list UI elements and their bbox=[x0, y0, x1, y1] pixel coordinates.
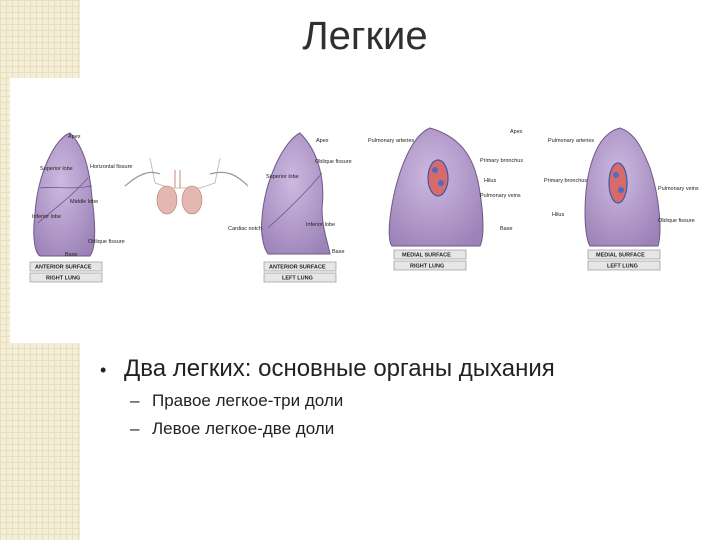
label-hilus-2: Hilus bbox=[552, 212, 564, 218]
label-pulmonary-veins: Pulmonary veins bbox=[480, 193, 521, 199]
bullet-dot-icon: • bbox=[100, 360, 107, 380]
caption-anterior-left: ANTERIOR SURFACE LEFT LUNG bbox=[263, 261, 337, 283]
label-oblique-fissure-2: Oblique fissure bbox=[315, 159, 352, 165]
label-superior-lobe-2: Superior lobe bbox=[266, 174, 299, 180]
label-pulmonary-arteries: Pulmonary arteries bbox=[368, 138, 414, 144]
bullet-list: • Два легких: основные органы дыхания – … bbox=[100, 355, 700, 439]
trachea-diagram-icon bbox=[124, 157, 249, 215]
caption-text: RIGHT LUNG bbox=[46, 276, 80, 282]
label-horizontal-fissure: Horizontal fissure bbox=[90, 164, 133, 170]
caption-text: LEFT LUNG bbox=[282, 276, 313, 282]
label-superior-lobe: Superior lobe bbox=[40, 166, 73, 172]
caption-anterior-right: ANTERIOR SURFACE RIGHT LUNG bbox=[29, 261, 103, 283]
label-oblique-fissure: Oblique fissure bbox=[88, 239, 125, 245]
sub-bullet-item: – Левое легкое-две доли bbox=[130, 419, 700, 439]
caption-text: MEDIAL SURFACE bbox=[402, 253, 451, 259]
sub-bullet-item: – Правое легкое-три доли bbox=[130, 391, 700, 411]
lungs-svg: Apex Superior lobe Horizontal fissure Mi… bbox=[29, 127, 699, 283]
label-cardiac-notch: Cardiac notch bbox=[228, 226, 262, 232]
label-oblique-fissure-3: Oblique fissure bbox=[658, 218, 695, 224]
label-hilus: Hilus bbox=[484, 178, 496, 184]
label-primary-bronchus: Primary bronchus bbox=[480, 158, 523, 164]
label-base: Base bbox=[65, 252, 78, 258]
label-apex: Apex bbox=[68, 134, 81, 140]
bullet-item: • Два легких: основные органы дыхания bbox=[100, 355, 700, 383]
label-pulmonary-arteries-2: Pulmonary arteries bbox=[548, 138, 594, 144]
label-pulmonary-veins-2: Pulmonary veins bbox=[658, 186, 699, 192]
label-base-3: Base bbox=[500, 226, 513, 232]
label-apex-2: Apex bbox=[316, 138, 329, 144]
label-inferior-lobe: Inferior lobe bbox=[32, 214, 61, 220]
caption-text: RIGHT LUNG bbox=[410, 264, 444, 270]
caption-text: ANTERIOR SURFACE bbox=[35, 265, 92, 271]
label-apex-3: Apex bbox=[510, 129, 523, 135]
left-lung-medial bbox=[584, 127, 661, 247]
bullet-text: Два легких: основные органы дыхания bbox=[124, 355, 555, 382]
sub-bullet-text: Левое легкое-две доли bbox=[152, 419, 335, 438]
caption-text: MEDIAL SURFACE bbox=[596, 253, 645, 259]
dash-icon: – bbox=[130, 419, 140, 438]
lungs-illustration: Apex Superior lobe Horizontal fissure Mi… bbox=[10, 78, 710, 343]
label-base-2: Base bbox=[332, 249, 345, 255]
right-lung-medial bbox=[388, 127, 484, 247]
dash-icon: – bbox=[130, 391, 140, 410]
caption-medial-right: MEDIAL SURFACE RIGHT LUNG bbox=[393, 249, 467, 271]
label-primary-bronchus-2: Primary bronchus bbox=[544, 178, 587, 184]
sub-bullet-text: Правое легкое-три доли bbox=[152, 391, 344, 410]
slide-title: Легкие bbox=[302, 14, 428, 58]
label-inferior-lobe-2: Inferior lobe bbox=[306, 222, 335, 228]
caption-text: LEFT LUNG bbox=[607, 264, 638, 270]
left-lung-anterior bbox=[261, 132, 331, 255]
label-middle-lobe: Middle lobe bbox=[70, 199, 98, 205]
right-lung-anterior bbox=[33, 132, 96, 257]
caption-text: ANTERIOR SURFACE bbox=[269, 265, 326, 271]
caption-medial-left: MEDIAL SURFACE LEFT LUNG bbox=[587, 249, 661, 271]
